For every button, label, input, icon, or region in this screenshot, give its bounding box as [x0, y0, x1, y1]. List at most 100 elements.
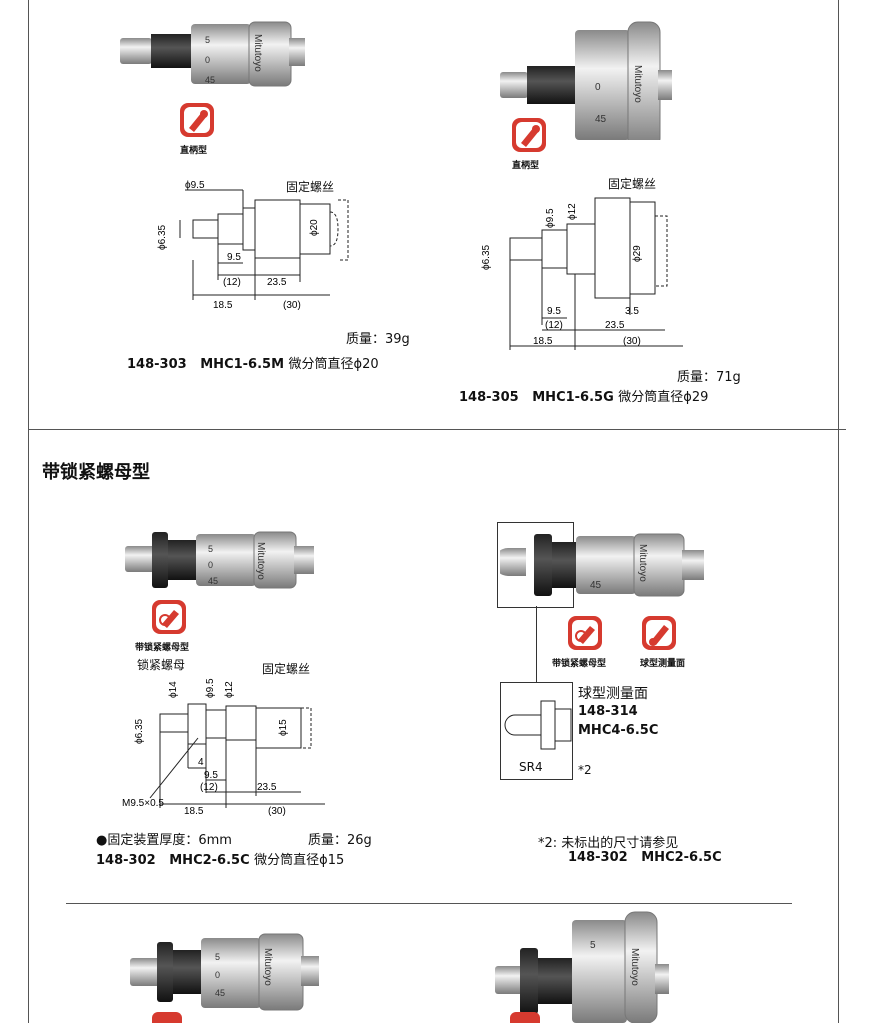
straight-shank-label: 直柄型: [180, 146, 208, 156]
desc-302: 微分筒直径ϕ15: [254, 853, 345, 868]
ref-model: MHC2-6.5C: [641, 850, 722, 865]
dim-12: (12): [545, 320, 563, 331]
dim-d9-5: ϕ9.5: [545, 208, 556, 228]
micrometer-head-photo-303: 5 0 45 Mitutoyo: [115, 8, 325, 112]
detail-connector: [536, 606, 537, 682]
scale-mark-0: 0: [205, 55, 210, 65]
dim-9-5: 9.5: [547, 306, 561, 317]
footnote: *2: 未标出的尺寸请参见: [538, 836, 679, 851]
scale-mark-5: 5: [205, 35, 210, 45]
fixture-thickness-note: ●固定装置厚度：6mm: [96, 833, 232, 848]
micrometer-head-photo-305: 0 45 Mitutoyo: [495, 10, 695, 149]
brand-mark: Mitutoyo: [255, 542, 266, 580]
dim-d14: ϕ14: [168, 681, 179, 698]
straight-shank-icon: [152, 1012, 182, 1023]
code-303: 148-303: [127, 357, 187, 372]
micrometer-head-photo-314: 45 Mitutoyo: [494, 526, 720, 610]
dim-d12: ϕ12: [567, 203, 578, 220]
code-305: 148-305: [459, 390, 519, 405]
dim-d9-5: ϕ9.5: [205, 678, 216, 698]
dim-18-5: 18.5: [184, 806, 204, 817]
dim-18-5: 18.5: [533, 336, 553, 347]
caption-305: 148-305 MHC1-6.5G 微分筒直径ϕ29: [459, 386, 708, 405]
star-note-marker: *2: [578, 763, 592, 777]
straight-shank-icon: [512, 118, 546, 152]
brand-mark: Mitutoyo: [252, 34, 263, 72]
brand-mark: Mitutoyo: [632, 65, 643, 103]
callout-fixing-screw: 固定螺丝: [608, 177, 657, 191]
dim-30: (30): [623, 336, 641, 347]
section-divider: [28, 429, 846, 430]
dim-3-5: 3.5: [625, 306, 639, 317]
desc-305: 微分筒直径ϕ29: [618, 390, 709, 405]
model-314: MHC4-6.5C: [578, 723, 659, 738]
sr4-label: SR4: [519, 760, 543, 774]
dim-18-5: 18.5: [213, 300, 233, 311]
mass-303: 质量：39g: [346, 332, 410, 347]
frame-right-border: [838, 0, 839, 1023]
spherical-face-label: 球型测量面: [640, 659, 686, 669]
dim-d20: ϕ20: [309, 219, 320, 236]
section-title: 带锁紧螺母型: [42, 462, 150, 483]
micrometer-head-photo-bottom-right: 5 Mitutoyo: [490, 908, 690, 1027]
dimension-drawing-303: ϕ9.5 ϕ6.35 ϕ20 9.5 (12) 23.5 18.5 (30): [155, 170, 385, 324]
dim-23-5: 23.5: [267, 277, 287, 288]
dim-d29: ϕ29: [632, 245, 643, 262]
brand-mark: Mitutoyo: [629, 948, 640, 986]
frame-left-border: [28, 0, 29, 1023]
callout-lock-nut: 锁紧螺母: [137, 658, 186, 672]
callout-fixing-screw: 固定螺丝: [286, 180, 335, 194]
micrometer-head-photo-bottom-left: 5 0 45 Mitutoyo: [125, 920, 335, 1027]
footnote-ref: 148-302 MHC2-6.5C: [568, 850, 722, 865]
scale-mark-45: 45: [590, 580, 602, 591]
dim-d9-5: ϕ9.5: [185, 180, 205, 191]
dimension-drawing-305: ϕ9.5 ϕ12 ϕ6.35 ϕ29 9.5 3.5 (12) 23.5 18.…: [475, 180, 715, 364]
dim-d6-35: ϕ6.35: [157, 224, 168, 250]
scale-mark-5: 5: [590, 940, 596, 951]
model-305: MHC1-6.5G: [532, 390, 614, 405]
code-302: 148-302: [96, 853, 156, 868]
scale-mark-45: 45: [595, 114, 607, 125]
dim-d12: ϕ12: [224, 681, 235, 698]
straight-shank-icon: [510, 1012, 540, 1023]
dim-12: (12): [223, 277, 241, 288]
scale-mark-0: 0: [595, 82, 601, 93]
lock-nut-label: 带锁紧螺母型: [552, 659, 607, 669]
dimension-drawing-302: ϕ14 ϕ9.5 ϕ12 ϕ6.35 ϕ15 4 9.5 (12) 23.5 1…: [120, 668, 345, 822]
dim-thread: M9.5×0.5: [122, 798, 164, 809]
mass-302: 质量：26g: [308, 833, 372, 848]
model-302: MHC2-6.5C: [169, 853, 250, 868]
dim-d6-35: ϕ6.35: [134, 718, 145, 744]
dim-d6-35: ϕ6.35: [481, 244, 492, 270]
dim-23-5: 23.5: [605, 320, 625, 331]
straight-shank-label: 直柄型: [512, 161, 540, 171]
desc-303: 微分筒直径ϕ20: [288, 357, 379, 372]
micrometer-head-photo-302: 5 0 45 Mitutoyo: [120, 522, 330, 606]
scale-mark-0: 0: [208, 560, 213, 570]
scale-mark-5: 5: [208, 544, 213, 554]
caption-303: 148-303 MHC1-6.5M 微分筒直径ϕ20: [127, 353, 379, 372]
dim-12: (12): [200, 782, 218, 793]
scale-mark-45: 45: [208, 576, 218, 586]
spherical-face-title: 球型测量面: [578, 686, 648, 702]
dim-30: (30): [268, 806, 286, 817]
dim-30: (30): [283, 300, 301, 311]
scale-mark-45: 45: [215, 988, 225, 998]
scale-mark-45: 45: [205, 75, 215, 85]
dim-9-5: 9.5: [204, 770, 218, 781]
row-divider: [66, 903, 792, 904]
scale-mark-5: 5: [215, 952, 220, 962]
scale-mark-0: 0: [215, 970, 220, 980]
lock-nut-label: 带锁紧螺母型: [135, 643, 190, 653]
mass-305: 质量：71g: [677, 370, 741, 385]
dim-d15: ϕ15: [278, 719, 289, 736]
sr-detail-box: [500, 682, 573, 780]
spherical-face-icon: [642, 616, 676, 650]
brand-mark: Mitutoyo: [637, 544, 648, 582]
straight-shank-icon: [180, 103, 214, 137]
code-314: 148-314: [578, 704, 638, 719]
brand-mark: Mitutoyo: [262, 948, 273, 986]
dim-23-5: 23.5: [257, 782, 277, 793]
callout-fixing-screw: 固定螺丝: [262, 662, 311, 676]
dim-9-5: 9.5: [227, 252, 241, 263]
